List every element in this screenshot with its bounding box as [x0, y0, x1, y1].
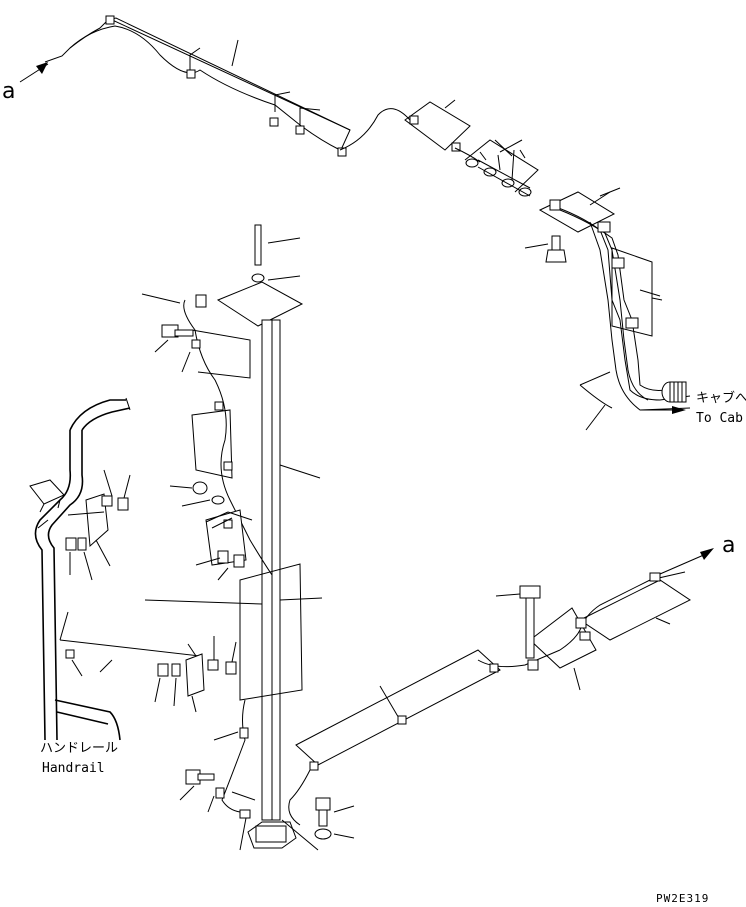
to-cab-jp-label: キャブへ — [696, 390, 746, 406]
ref-a-left: a — [2, 79, 15, 104]
drawing-code: PW2E319 — [656, 892, 709, 905]
to-cab-en-label: To Cab — [696, 411, 743, 426]
cab-harness — [524, 187, 691, 431]
connector-cluster — [464, 139, 539, 197]
handrail-en-label: Handrail — [42, 761, 105, 776]
pillar — [144, 224, 323, 849]
ref-a-right: a — [722, 533, 735, 558]
handrail-jp-label: ハンドレール — [40, 741, 118, 756]
pillar-harness — [141, 293, 273, 851]
handrail — [29, 397, 237, 741]
top-harness — [19, 15, 481, 163]
bottom-harness — [281, 548, 714, 851]
